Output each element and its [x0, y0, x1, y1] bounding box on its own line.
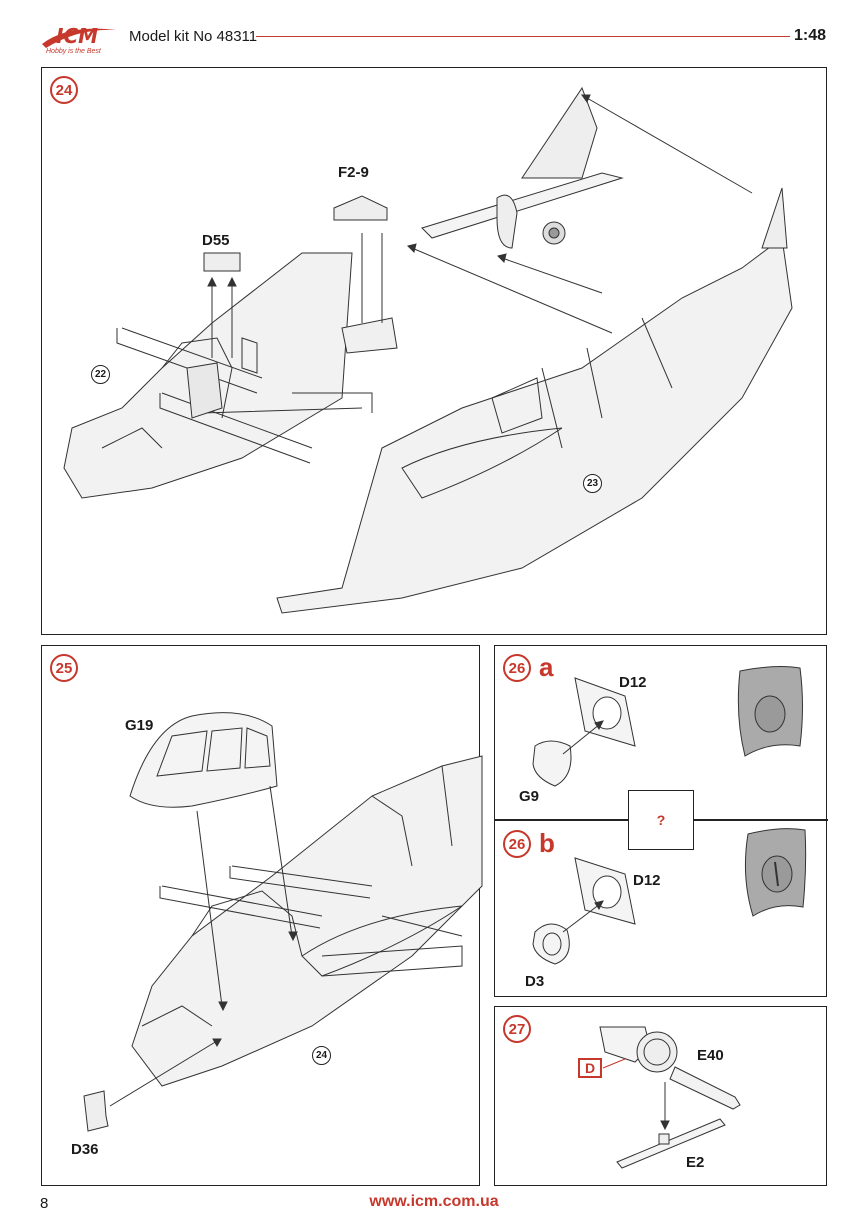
- part-label-e40: E40: [697, 1047, 724, 1064]
- scale-label: 1:48: [793, 27, 826, 44]
- model-kit-title: Model kit No 48311: [129, 28, 258, 45]
- step-24-number: 24: [50, 76, 78, 104]
- part-label-e2: E2: [686, 1154, 705, 1171]
- page-number: 8: [40, 1195, 49, 1212]
- paint-code-d: D: [578, 1058, 602, 1078]
- alternative-choice-box: ?: [628, 790, 694, 850]
- step-26b-drawing: [532, 828, 807, 965]
- part-label-d12-b: D12: [633, 872, 661, 889]
- step-24-panel: 24: [41, 67, 827, 635]
- step-25-drawing: [83, 712, 483, 1132]
- step-26a-letter: a: [539, 652, 554, 682]
- step-26b-number: 26: [503, 830, 531, 858]
- part-label-d55: D55: [202, 232, 230, 249]
- step-24-drawing: [63, 86, 793, 614]
- part-label-d12-a: D12: [619, 674, 647, 691]
- step-26a-number: 26: [503, 654, 531, 682]
- part-label-d36: D36: [71, 1141, 99, 1158]
- logo-tagline: Hobby is the Best: [46, 48, 101, 55]
- part-label-g19: G19: [125, 717, 154, 734]
- step-25-number: 25: [50, 654, 78, 682]
- ref-step-24: 24: [312, 1046, 331, 1065]
- part-label-f2-9: F2-9: [338, 164, 369, 181]
- step-26a-drawing: [532, 666, 803, 787]
- icm-logo: ICM Hobby is the Best: [38, 20, 120, 60]
- step-27-number: 27: [503, 1015, 531, 1043]
- part-label-g9: G9: [519, 788, 540, 805]
- header-divider: [256, 36, 790, 37]
- step-26b-letter: b: [539, 828, 555, 858]
- step-27-panel: 27 E40 E2 D: [494, 1006, 827, 1186]
- step-25-panel: 25 G19 D36 24: [41, 645, 483, 1186]
- ref-step-22: 22: [91, 365, 110, 384]
- logo-swoosh-icon: [42, 28, 116, 48]
- step-27-drawing: [599, 1026, 741, 1169]
- logo-text: ICM: [56, 24, 99, 48]
- step-26-panel: 26 a D12 G9 ? 26 b D12 D3: [494, 645, 828, 997]
- part-label-d3: D3: [525, 973, 545, 990]
- ref-step-23: 23: [583, 474, 602, 493]
- footer-website-link[interactable]: www.icm.com.ua: [369, 1193, 499, 1210]
